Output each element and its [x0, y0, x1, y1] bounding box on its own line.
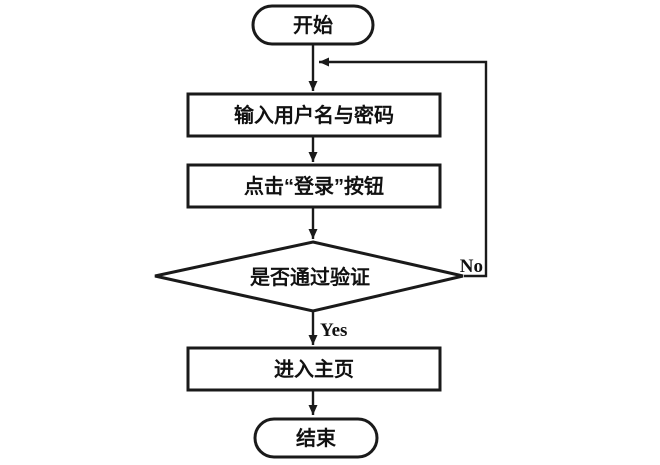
node-verify-decision: 是否通过验证: [154, 240, 464, 313]
node-enter-home: 进入主页: [186, 346, 442, 392]
node-enter-home-label: 进入主页: [274, 357, 354, 381]
node-click-login-label: 点击“登录”按钮: [244, 174, 384, 198]
node-start: 开始: [251, 4, 375, 46]
edge-decision-no-loopback: [319, 57, 488, 278]
node-end-shape: [253, 417, 379, 459]
node-input-credentials-shape: [186, 92, 442, 138]
node-input-credentials: 输入用户名与密码: [186, 92, 442, 138]
node-end-label: 结束: [296, 426, 337, 450]
node-click-login: 点击“登录”按钮: [186, 163, 442, 209]
node-start-label: 开始: [293, 13, 333, 37]
node-enter-home-shape: [186, 346, 442, 392]
node-click-login-shape: [186, 163, 442, 209]
node-input-credentials-label: 输入用户名与密码: [234, 103, 394, 127]
node-verify-decision-shape: [154, 240, 464, 313]
edge-label-no: No: [460, 256, 483, 277]
edge-label-yes: Yes: [320, 320, 347, 341]
node-verify-decision-label: 是否通过验证: [249, 265, 370, 289]
node-end: 结束: [253, 417, 379, 459]
node-start-shape: [251, 4, 375, 46]
